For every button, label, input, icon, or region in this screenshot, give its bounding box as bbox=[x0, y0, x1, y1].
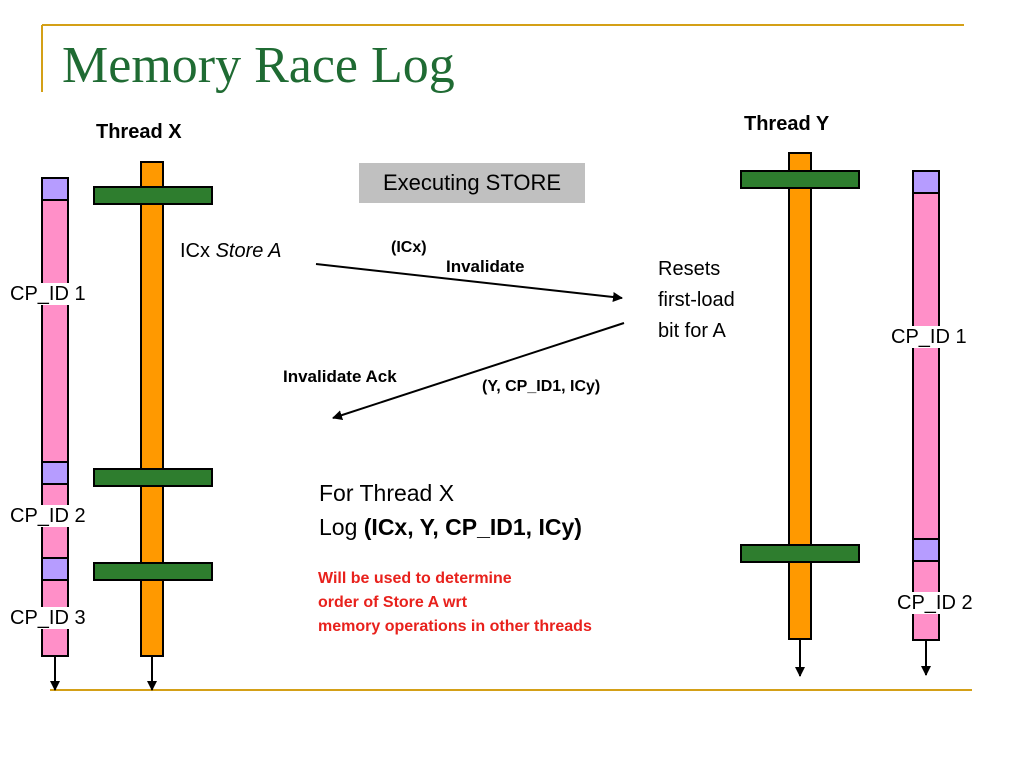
thread-x-cp-label: CP_ID 3 bbox=[8, 607, 88, 629]
thread-y-cp-label: CP_ID 2 bbox=[895, 592, 975, 614]
thread-x-label: Thread X bbox=[96, 121, 182, 143]
thread-y-label: Thread Y bbox=[744, 113, 830, 135]
resets-line: first-load bbox=[658, 289, 735, 311]
sync-bar bbox=[93, 186, 213, 205]
cp-marker bbox=[41, 557, 69, 581]
thread-x-cp-label: CP_ID 1 bbox=[8, 283, 88, 305]
sync-bar bbox=[740, 544, 860, 563]
log-prefix: Log bbox=[319, 514, 358, 540]
thread-x-execution-bar bbox=[93, 161, 213, 691]
thread-y-execution-bar bbox=[740, 152, 860, 677]
thread-y-checkpoint-bar bbox=[912, 170, 940, 676]
invalidate-tag: (ICx) bbox=[391, 239, 427, 256]
store-prefix: ICx bbox=[180, 240, 210, 262]
log-line-2: Log (ICx, Y, CP_ID1, ICy) bbox=[319, 514, 582, 540]
sync-bar bbox=[93, 468, 213, 487]
resets-line: bit for A bbox=[658, 320, 726, 342]
cp-marker bbox=[912, 170, 940, 194]
store-op: Store A bbox=[215, 240, 282, 262]
resets-line: Resets bbox=[658, 258, 721, 280]
slide-title: Memory Race Log bbox=[62, 37, 455, 94]
thread-x-cp-label: CP_ID 2 bbox=[8, 505, 88, 527]
cp-marker bbox=[41, 177, 69, 201]
invalidate-ack-arrow bbox=[332, 322, 625, 420]
executing-store-box: Executing STORE bbox=[359, 163, 585, 203]
log-line-1: For Thread X bbox=[319, 480, 455, 506]
sync-bar bbox=[93, 562, 213, 581]
note-line: Will be used to determine bbox=[318, 570, 512, 587]
thread-y-cp-label: CP_ID 1 bbox=[889, 326, 969, 348]
thread-x-checkpoint-bar bbox=[41, 177, 69, 691]
note-line: memory operations in other threads bbox=[318, 618, 592, 635]
note-line: order of Store A wrt bbox=[318, 594, 468, 611]
invalidate-label: Invalidate bbox=[446, 257, 525, 276]
invalidate-ack-label: Invalidate Ack bbox=[283, 367, 397, 386]
invalidate-arrow bbox=[315, 263, 623, 302]
sync-bar bbox=[740, 170, 860, 189]
cp-marker bbox=[41, 461, 69, 485]
cp-marker bbox=[912, 538, 940, 562]
log-value: (ICx, Y, CP_ID1, ICy) bbox=[363, 514, 582, 540]
invalidate-ack-tag: (Y, CP_ID1, ICy) bbox=[482, 378, 601, 395]
store-op-label: ICx Store A bbox=[180, 240, 282, 262]
